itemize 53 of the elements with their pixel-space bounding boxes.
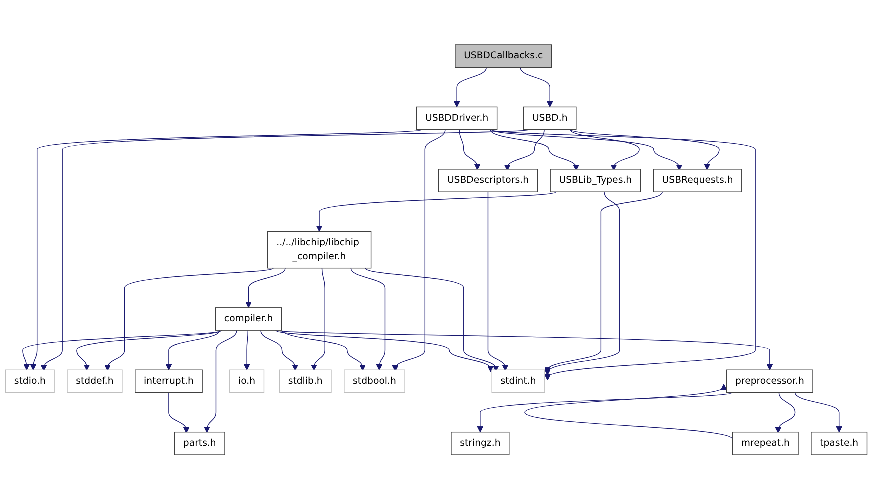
arrow <box>316 192 557 232</box>
arrow <box>105 268 274 372</box>
node-box: stdbool.h <box>344 370 406 394</box>
arrow <box>491 130 682 171</box>
arrow <box>546 192 620 376</box>
arrow <box>570 130 720 170</box>
arrow <box>524 385 734 440</box>
arrow <box>570 130 640 171</box>
node-box: stdlib.h <box>279 370 332 394</box>
arrow <box>505 130 545 171</box>
node-box: USBLib_Types.h <box>550 169 642 192</box>
node-box: parts.h <box>174 432 226 456</box>
arrow <box>794 392 843 433</box>
node-box: stddef.h <box>67 370 123 394</box>
arrow <box>244 330 250 370</box>
arrow <box>41 130 530 372</box>
node-box: stdint.h <box>492 370 546 394</box>
node-box: stringz.h <box>451 432 510 456</box>
arrow <box>246 268 286 308</box>
arrow <box>490 130 579 171</box>
node-box: ../../libchip/libchip _compiler.h <box>267 231 372 269</box>
arrow <box>365 268 498 372</box>
arrow <box>520 67 554 108</box>
node-box: USBD.h <box>523 106 577 130</box>
arrow <box>459 130 480 170</box>
arrow <box>281 329 366 372</box>
node-box: USBDCallbacks.c <box>455 44 552 68</box>
node-box: USBDDriver.h <box>416 106 498 130</box>
arrow <box>776 392 796 434</box>
node-box: interrupt.h <box>135 370 203 394</box>
arrow <box>393 130 446 372</box>
node-box: preprocessor.h <box>726 370 814 394</box>
arrow <box>276 330 493 372</box>
arrow <box>454 67 488 108</box>
arrow <box>477 392 733 433</box>
node-box: mrepeat.h <box>732 432 799 456</box>
node-box: io.h <box>230 370 265 394</box>
arrow <box>204 330 238 433</box>
node-box: compiler.h <box>215 308 282 331</box>
arrow <box>311 268 326 371</box>
arrow <box>350 268 386 371</box>
node-box: tpaste.h <box>811 432 868 456</box>
arrow <box>76 330 222 371</box>
node-box: stdio.h <box>5 370 55 394</box>
arrow <box>168 392 190 434</box>
arrow <box>22 330 222 370</box>
node-box: USBDescriptors.h <box>438 169 538 192</box>
node-box: USBRequests.h <box>653 169 742 192</box>
arrow <box>260 330 298 371</box>
arrow <box>491 130 756 380</box>
arrow <box>488 192 508 372</box>
arrow <box>30 130 423 370</box>
arrow <box>166 330 220 370</box>
